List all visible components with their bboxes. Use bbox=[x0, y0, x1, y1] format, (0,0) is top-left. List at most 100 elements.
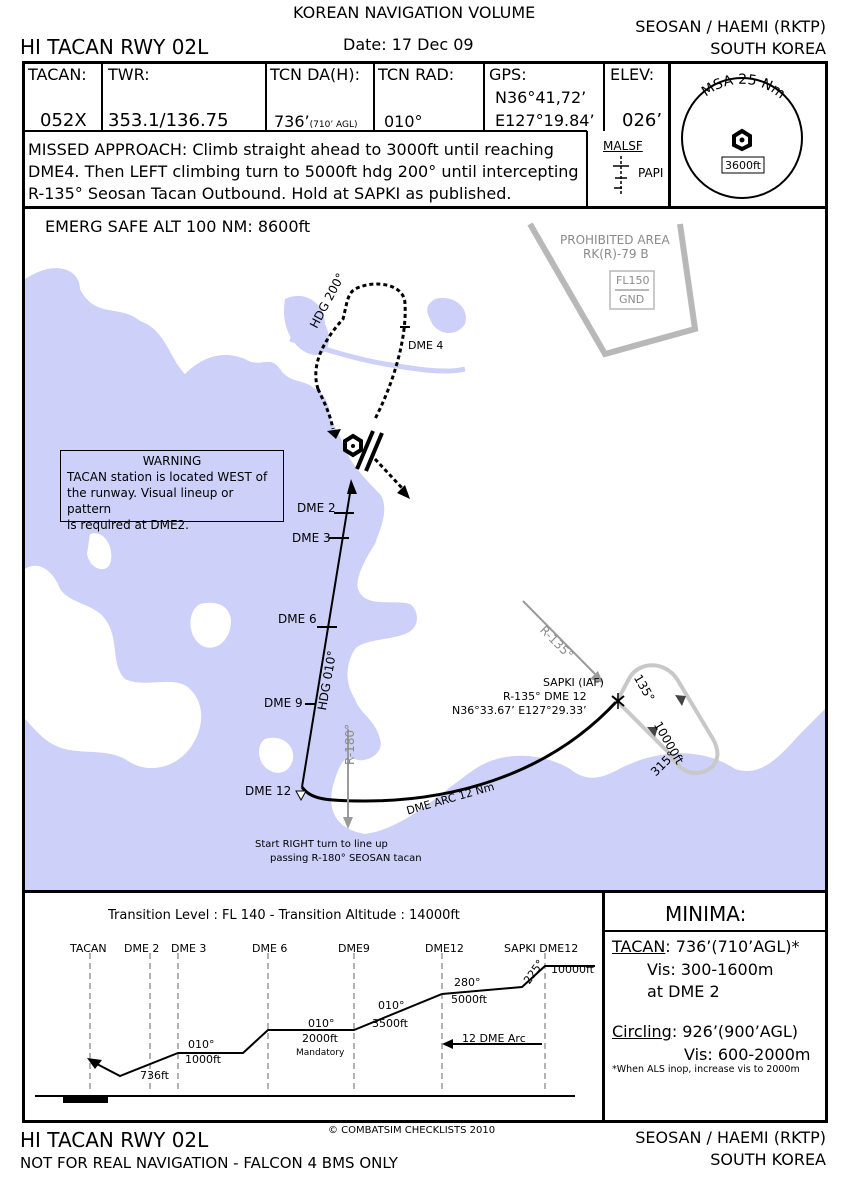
da-agl: (710’ AGL) bbox=[309, 120, 358, 130]
missed-line-1: MISSED APPROACH: Climb straight ahead to… bbox=[28, 140, 554, 159]
gps-label: GPS: bbox=[489, 65, 527, 84]
prohibited-area-bottom: GND bbox=[619, 293, 645, 306]
warning-title: WARNING bbox=[142, 454, 202, 468]
fix-sapki: SAPKI DME12 bbox=[504, 942, 579, 955]
minima-tacan: TACAN: 736’(710’AGL)* bbox=[612, 937, 799, 956]
info-divider bbox=[23, 130, 587, 132]
malsf-label: MALSF bbox=[603, 139, 643, 153]
twr-frequency: 353.1/136.75 bbox=[108, 110, 229, 131]
land-islands bbox=[25, 362, 360, 773]
dme3-label: DME 3 bbox=[292, 531, 331, 545]
warning-line-3: is required at DME2. bbox=[67, 518, 189, 532]
rad-label: TCN RAD: bbox=[378, 65, 455, 84]
minima-title: MINIMA: bbox=[665, 902, 747, 926]
minima-title-rule bbox=[604, 930, 826, 932]
profile-alt-2000: 2000ft bbox=[302, 1032, 338, 1045]
fix-dme12: DME12 bbox=[425, 942, 464, 955]
fix-dme9: DME9 bbox=[338, 942, 370, 955]
profile-hdg-1: 010° bbox=[188, 1038, 215, 1051]
approach-lights-icon bbox=[613, 156, 629, 196]
minima-circling: Circling: 926’(900’AGL) bbox=[612, 1022, 798, 1041]
tacan-map-icon bbox=[343, 433, 363, 458]
tacan-station-icon bbox=[732, 128, 752, 152]
procedure-title: HI TACAN RWY 02L bbox=[20, 35, 209, 59]
rad-value: 010° bbox=[384, 112, 423, 131]
runway-02l bbox=[355, 430, 375, 470]
minima-tacan-at: at DME 2 bbox=[647, 982, 720, 1001]
prohibited-area-id: RK(R)-79 B bbox=[583, 247, 649, 261]
minima-note: *When ALS inop, increase vis to 2000m bbox=[612, 1064, 800, 1075]
dme2-label: DME 2 bbox=[297, 501, 336, 515]
profile-view: TACAN DME 2 DME 3 DME 6 DME9 DME12 SAPKI… bbox=[25, 893, 602, 1121]
fix-dme3: DME 3 bbox=[171, 942, 207, 955]
footer-disclaimer: NOT FOR REAL NAVIGATION - FALCON 4 BMS O… bbox=[20, 1154, 398, 1172]
profile-frame bbox=[22, 890, 828, 1123]
airport-country: SOUTH KOREA bbox=[710, 39, 826, 58]
info-frame bbox=[22, 61, 828, 209]
minima-circling-visibility: Vis: 600-2000m bbox=[684, 1045, 811, 1064]
river bbox=[289, 336, 466, 374]
profile-hdg-3: 010° bbox=[378, 999, 405, 1012]
sapki-radial: R-135° DME 12 bbox=[503, 690, 587, 703]
missed-approach-text: MISSED APPROACH: Climb straight ahead to… bbox=[28, 139, 579, 205]
profile-alt-3500: 3500ft bbox=[372, 1017, 408, 1030]
tacan-label: TACAN: bbox=[28, 65, 87, 84]
elev-label: ELEV: bbox=[610, 65, 655, 84]
missed-approach-track-end bbox=[316, 388, 335, 430]
da-value-text: 736’ bbox=[274, 112, 310, 131]
sapki-name: SAPKI (IAF) bbox=[543, 676, 604, 689]
profile-hdg-2: 010° bbox=[308, 1017, 335, 1030]
missed-approach-track bbox=[314, 282, 407, 420]
missed-outbound bbox=[373, 457, 405, 491]
warning-line-2: the runway. Visual lineup or pattern bbox=[67, 486, 234, 516]
dme12-label: DME 12 bbox=[245, 784, 292, 798]
plan-view: EMERG SAFE ALT 100 NM: 8600ft PROHIBITED… bbox=[25, 209, 825, 890]
chart-date: Date: 17 Dec 09 bbox=[343, 35, 474, 54]
emergency-safe-altitude: EMERG SAFE ALT 100 NM: 8600ft bbox=[45, 217, 311, 236]
sapki-coordinates: N36°33.67’ E127°29.33’ bbox=[452, 704, 587, 717]
footer-title: HI TACAN RWY 02L bbox=[20, 1128, 209, 1152]
runway-02r bbox=[364, 432, 384, 472]
minima-tacan-visibility: Vis: 300-1600m bbox=[647, 960, 774, 979]
transition-info: Transition Level : FL 140 - Transition A… bbox=[108, 908, 460, 923]
prohibited-area-name: PROHIBITED AREA bbox=[560, 233, 670, 247]
sapki-fix-icon bbox=[611, 693, 625, 709]
radial-180-arrow bbox=[343, 817, 353, 829]
profile-alt-736: 736ft bbox=[140, 1069, 169, 1082]
minima-separator bbox=[602, 891, 605, 1122]
fix-dme6: DME 6 bbox=[252, 942, 288, 955]
info-sep-4 bbox=[483, 63, 485, 131]
arc-arrow-head bbox=[442, 1039, 453, 1049]
minima-circling-value: : 926’(900’AGL) bbox=[671, 1022, 799, 1041]
hold-arrow-out bbox=[675, 695, 686, 706]
info-sep-3 bbox=[373, 63, 375, 131]
profile-alt-10000: 10000ft bbox=[551, 963, 594, 976]
profile-arrow bbox=[87, 1058, 102, 1069]
footer-country: SOUTH KOREA bbox=[710, 1150, 826, 1169]
approach-profile bbox=[94, 965, 595, 1078]
minima-tacan-value: : 736’(710’AGL)* bbox=[665, 937, 800, 956]
gps-latitude: N36°41,72’ bbox=[495, 88, 587, 107]
volume-title: KOREAN NAVIGATION VOLUME bbox=[293, 3, 536, 22]
papi-label: PAPI bbox=[638, 166, 664, 180]
hold-arrow-in bbox=[647, 727, 658, 737]
dme9-label: DME 9 bbox=[264, 696, 303, 710]
dme-arc bbox=[300, 699, 619, 803]
missed-outbound-arrow bbox=[397, 485, 410, 499]
dme12-triangle bbox=[295, 790, 307, 802]
footer-copyright: © COMBATSIM CHECKLISTS 2010 bbox=[328, 1125, 496, 1136]
prohibited-area-top: FL150 bbox=[616, 274, 650, 287]
fix-guide-lines bbox=[89, 953, 546, 1093]
minima-circling-label: Circling bbox=[612, 1022, 672, 1041]
profile-arc-label: 12 DME Arc bbox=[462, 1032, 526, 1045]
runway-block bbox=[63, 1096, 108, 1103]
profile-alt-1000: 1000ft bbox=[185, 1053, 221, 1066]
profile-alt-5000: 5000ft bbox=[451, 993, 487, 1006]
missed-line-3: R-135° Seosan Tacan Outbound. Hold at SA… bbox=[28, 184, 512, 203]
missed-arrow-head bbox=[327, 429, 341, 439]
tacan-channel: 052X bbox=[40, 110, 87, 131]
missed-line-2: DME4. Then LEFT climbing turn to 5000ft … bbox=[28, 162, 579, 181]
da-label: TCN DA(H): bbox=[270, 65, 360, 84]
final-arrow bbox=[347, 479, 357, 494]
radial-135-arrow bbox=[590, 671, 603, 683]
